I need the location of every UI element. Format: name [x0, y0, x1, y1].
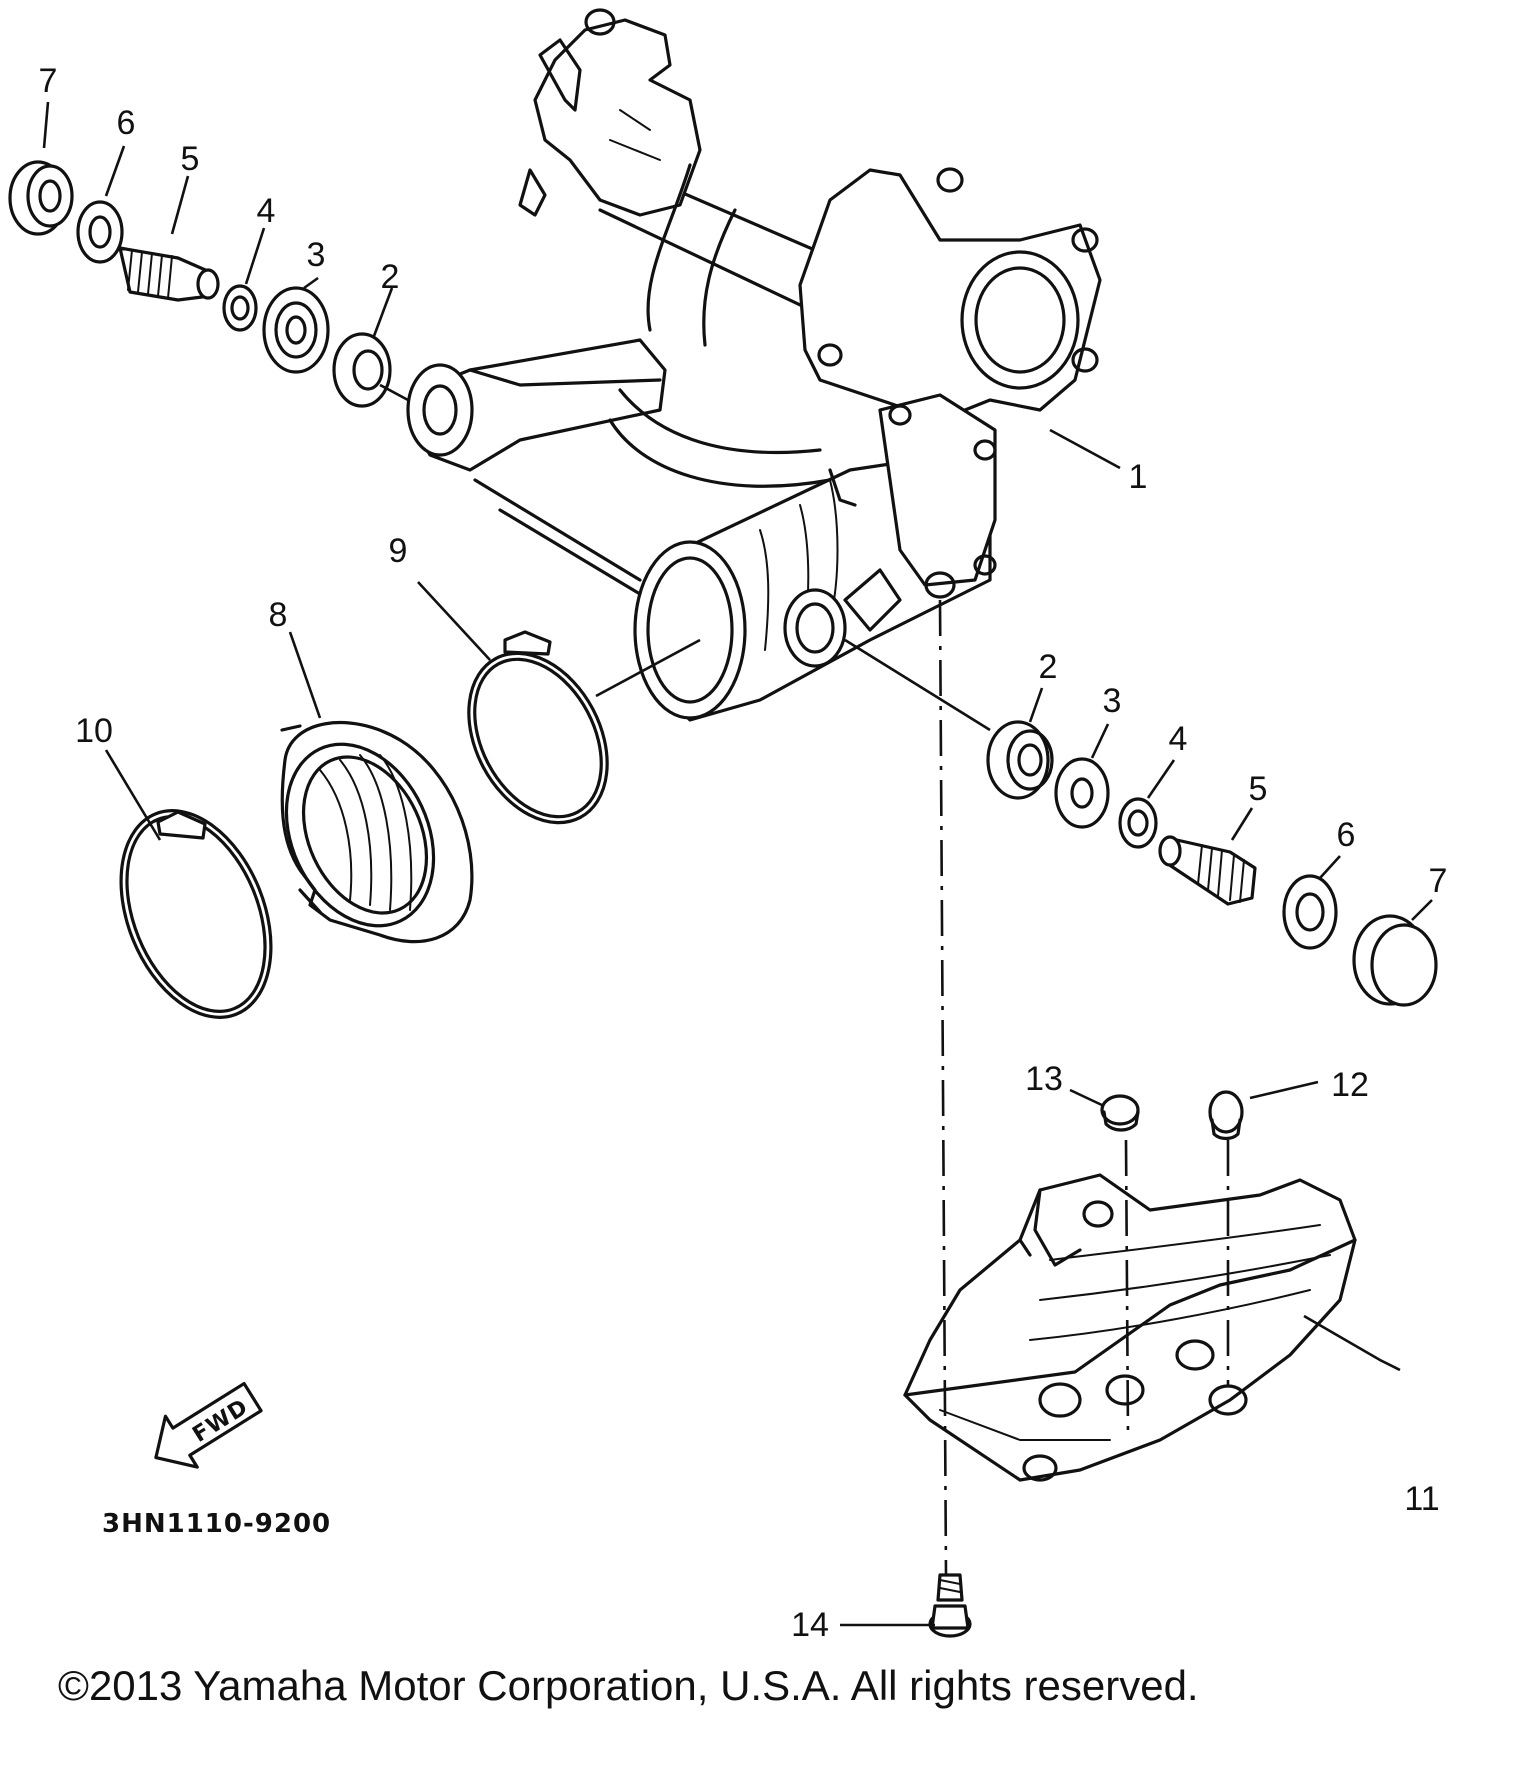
boot-8: [280, 720, 474, 944]
nut-6-left: [76, 200, 124, 264]
callout-3-right: 3: [1103, 682, 1122, 720]
callout-10: 10: [75, 712, 113, 750]
shaft-5-left: [118, 246, 212, 302]
callout-5-left: 5: [181, 140, 200, 178]
callout-1: 1: [1129, 458, 1148, 496]
callout-12: 12: [1331, 1066, 1369, 1104]
seal-3-right: [1054, 757, 1110, 829]
callout-leaders: [42, 101, 1433, 1627]
clamp-9: [467, 651, 609, 825]
seal-3-left: [262, 286, 330, 374]
callout-2-left: 2: [381, 258, 400, 296]
washer-4-left: [222, 284, 258, 332]
callout-11: 11: [1404, 1480, 1439, 1518]
callout-7-left: 7: [39, 62, 58, 100]
callout-13: 13: [1025, 1060, 1063, 1098]
screw-13: [1100, 1094, 1140, 1126]
callout-2-right: 2: [1039, 648, 1058, 686]
install-line-13: [1124, 1139, 1130, 1436]
rear-arm: [406, 8, 1102, 722]
callout-5-right: 5: [1249, 770, 1268, 808]
callout-9: 9: [389, 532, 408, 570]
washer-4-right: [1118, 797, 1158, 849]
bearing-2-left: [332, 332, 392, 408]
callout-numbers: 1 2 3 4 5 6 7 2 3 4 5 6 7 8 9 10 11 12 1…: [39, 62, 1448, 1644]
callout-14: 14: [791, 1606, 829, 1644]
clamp-10: [119, 809, 273, 1019]
nut-6-right: [1282, 874, 1338, 950]
callout-8: 8: [269, 596, 288, 634]
callout-6-left: 6: [117, 104, 136, 142]
callout-4-left: 4: [257, 192, 276, 230]
screw-12: [1208, 1090, 1244, 1134]
right-bearing-set: [844, 638, 1438, 1007]
left-bearing-set: [8, 160, 409, 408]
callout-7-right: 7: [1429, 862, 1448, 900]
callout-4-right: 4: [1169, 720, 1188, 758]
diagram-code: 3HN1110-9200: [102, 1509, 331, 1539]
fwd-arrow: FWD: [154, 1381, 263, 1469]
callout-3-left: 3: [307, 236, 326, 274]
boot-and-clamps: [119, 630, 701, 1019]
skid-plate-11: [903, 1173, 1357, 1397]
skid-plate: [903, 1090, 1357, 1638]
copyright-notice: ©2013 Yamaha Motor Corporation, U.S.A. A…: [58, 1662, 1199, 1709]
install-line-14: [938, 599, 948, 1576]
callout-6-right: 6: [1337, 816, 1356, 854]
